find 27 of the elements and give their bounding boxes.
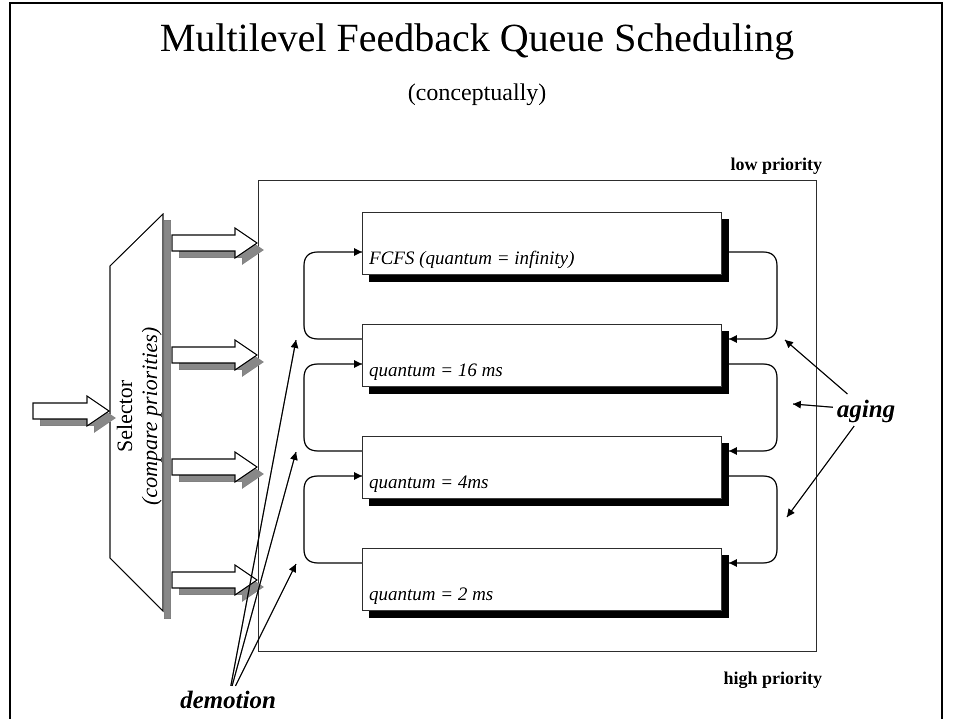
demotion-arrow	[303, 472, 362, 564]
leader-arrow	[792, 400, 834, 409]
selector-label: Selector	[112, 380, 137, 452]
subtitle: (conceptually)	[406, 80, 548, 107]
title: Multilevel Feedback Queue Scheduling	[158, 14, 796, 61]
leader-arrow	[230, 340, 298, 686]
leader-arrow	[234, 564, 297, 686]
block-arrow	[171, 338, 264, 377]
priority-label: high priority	[723, 668, 822, 689]
queue-label: quantum = 16 ms	[369, 360, 503, 382]
priority-label: low priority	[730, 154, 822, 175]
block-arrow	[32, 394, 116, 433]
block-arrow	[171, 564, 264, 602]
leader-arrow	[231, 452, 298, 686]
queue-label: quantum = 4ms	[369, 472, 488, 494]
demotion-arrow	[303, 248, 362, 340]
leader-arrow	[784, 340, 848, 394]
block-arrow	[171, 226, 264, 265]
annotation-label: demotion	[180, 687, 276, 715]
selector-trapezoid	[109, 213, 171, 619]
queue-label: FCFS (quantum = infinity)	[369, 248, 574, 270]
demotion-arrow	[303, 360, 362, 452]
leader-arrow	[786, 426, 855, 518]
queue-label: quantum = 2 ms	[369, 584, 494, 606]
selector-note: (compare priorities)	[137, 326, 162, 506]
annotation-label: aging	[836, 396, 896, 424]
block-arrow	[171, 450, 264, 489]
